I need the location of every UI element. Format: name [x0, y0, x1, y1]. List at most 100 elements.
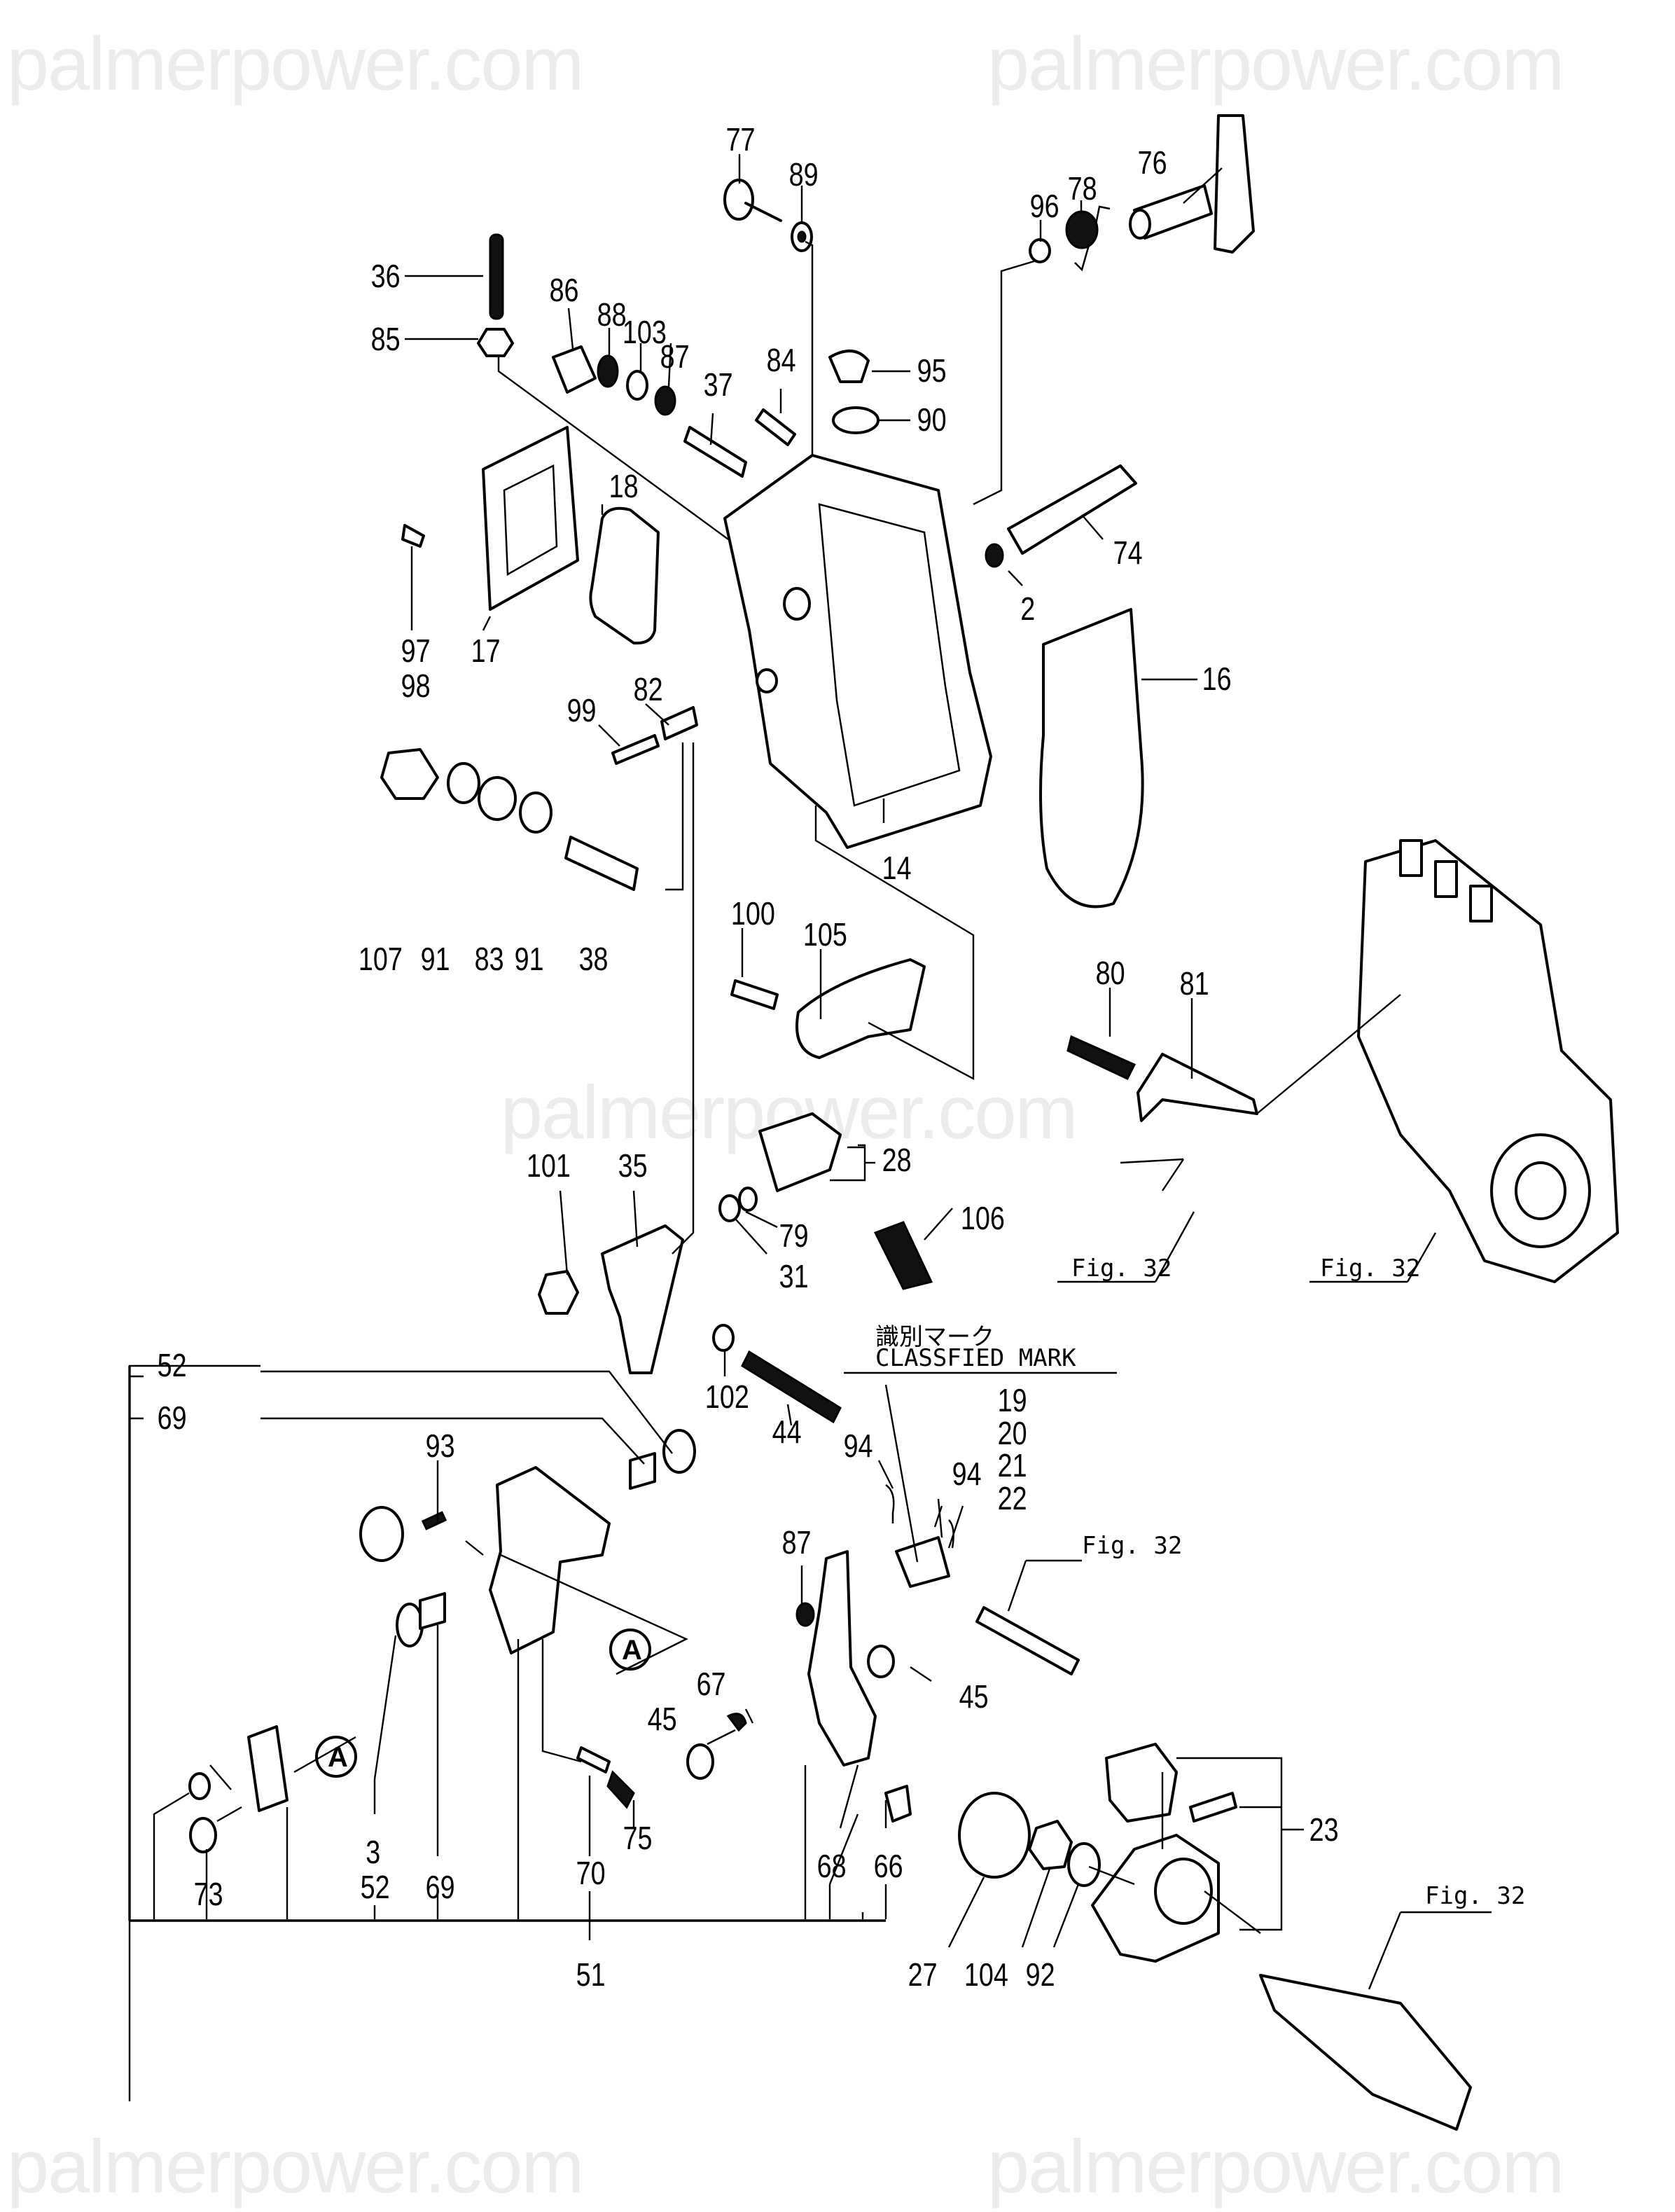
callout-76: 76 — [1138, 144, 1167, 180]
classified-mark-japanese: 識別マーク — [875, 1323, 994, 1351]
callout-94-b: 94 — [952, 1456, 982, 1491]
part-78-torsion-spring — [1065, 205, 1111, 272]
classified-mark-block: 識別マーク CLASSFIED MARK — [875, 1323, 1076, 1372]
part-91-washer-b — [519, 792, 552, 834]
svg-text:Fig. 32: Fig. 32 — [1071, 1254, 1172, 1283]
part-96-ring — [1029, 238, 1051, 263]
svg-text:Fig. 32: Fig. 32 — [1425, 1882, 1525, 1910]
callout-69-top: 69 — [158, 1399, 187, 1435]
callout-105: 105 — [803, 916, 847, 952]
callout-87-top: 87 — [660, 338, 690, 374]
part-17-plate — [482, 426, 579, 611]
part-81-lever — [1137, 1053, 1258, 1122]
part-82-clip — [660, 706, 698, 740]
part-100-bolt — [730, 979, 779, 1010]
fuel-injection-pump-reference — [1357, 839, 1619, 1283]
part-73-bolt-a — [188, 1772, 211, 1800]
callout-labels: 77 89 76 78 96 36 85 86 88 103 87 37 84 … — [158, 121, 1339, 1992]
callout-104: 104 — [964, 1956, 1008, 1992]
callout-100: 100 — [731, 895, 775, 931]
callout-96: 96 — [1030, 188, 1059, 223]
callout-66: 66 — [874, 1848, 903, 1883]
callout-85: 85 — [371, 321, 401, 357]
watermark-bottom-left: palmerpower.com — [7, 2124, 583, 2208]
part-36-stud — [489, 233, 504, 320]
callout-27: 27 — [908, 1956, 938, 1992]
callout-70: 70 — [576, 1855, 606, 1890]
part-camshaft — [1259, 1974, 1472, 2131]
part-18-gasket — [589, 506, 660, 645]
watermark-top-right: palmerpower.com — [987, 21, 1563, 106]
part-86-cap-nut — [552, 345, 597, 394]
callout-28: 28 — [882, 1142, 912, 1177]
callout-107: 107 — [359, 941, 403, 976]
callout-87-bottom: 87 — [782, 1524, 812, 1560]
callout-75: 75 — [623, 1820, 653, 1855]
part-90-washer — [832, 406, 880, 434]
callout-44: 44 — [772, 1413, 802, 1449]
part-84-bolt — [755, 408, 796, 446]
part-103-nut — [626, 370, 648, 401]
part-67-clip — [726, 1713, 747, 1732]
part-69-bushing-top — [629, 1452, 656, 1490]
part-97-98-screw — [401, 524, 425, 548]
callout-103: 103 — [623, 314, 667, 350]
classified-mark-english: CLASSFIED MARK — [875, 1344, 1076, 1372]
callout-99: 99 — [567, 692, 597, 728]
part-105-bracket — [795, 958, 926, 1059]
part-45-washer-a — [867, 1645, 895, 1678]
callout-82: 82 — [634, 671, 663, 707]
callout-2: 2 — [1020, 590, 1035, 626]
part-23-pin — [1189, 1792, 1237, 1823]
callout-78: 78 — [1068, 170, 1097, 206]
part-80-spring — [1066, 1035, 1137, 1080]
callout-92: 92 — [1026, 1956, 1055, 1992]
callout-94-a: 94 — [844, 1428, 873, 1463]
callout-79: 79 — [779, 1217, 809, 1253]
part-28-pin-assembly — [758, 1112, 842, 1192]
part-51-lever-assembly — [489, 1466, 611, 1654]
callout-23: 23 — [1309, 1811, 1339, 1847]
part-83-nut — [478, 776, 517, 821]
callout-36: 36 — [371, 258, 401, 293]
callout-45-right: 45 — [959, 1678, 989, 1714]
part-106-spring — [873, 1221, 933, 1290]
callout-93: 93 — [426, 1428, 455, 1463]
assembly-marker-a-left: A — [315, 1736, 357, 1778]
part-31-washer — [718, 1194, 741, 1222]
part-85-nut — [477, 328, 514, 357]
part-94-cotter-pin-b — [948, 1519, 954, 1549]
part-73-plate — [247, 1725, 289, 1812]
callout-14: 14 — [882, 850, 912, 885]
leader-lines — [128, 154, 1492, 2101]
part-89-washer — [791, 221, 813, 252]
callout-35: 35 — [618, 1147, 648, 1183]
figure-ref-2: Fig. 32 — [1320, 1254, 1420, 1283]
callout-31: 31 — [779, 1258, 809, 1294]
callout-90: 90 — [917, 401, 947, 437]
part-37-screw — [683, 426, 747, 478]
callout-91-a: 91 — [421, 941, 450, 976]
callout-91-b: 91 — [515, 941, 544, 976]
part-27-weight-holder — [958, 1792, 1031, 1879]
callout-101: 101 — [527, 1147, 571, 1183]
part-19-22-pin — [895, 1536, 950, 1588]
part-107-nut — [380, 748, 439, 800]
callout-88: 88 — [597, 296, 627, 332]
part-44-bolt — [741, 1350, 842, 1424]
callout-84: 84 — [767, 342, 796, 378]
part-104-nut — [1028, 1820, 1073, 1870]
part-35-lever — [601, 1224, 684, 1374]
callout-20: 20 — [998, 1415, 1027, 1451]
svg-text:A: A — [622, 1635, 642, 1666]
callout-21: 21 — [998, 1447, 1027, 1483]
callout-74: 74 — [1113, 534, 1143, 570]
callout-52-bottom: 52 — [361, 1869, 390, 1905]
part-77-bolt — [723, 179, 782, 222]
callout-16: 16 — [1202, 661, 1232, 696]
part-45-washer-b — [686, 1743, 714, 1780]
part-fig32-shaft-mid — [975, 1606, 1080, 1675]
part-76-lever-shaft — [1129, 114, 1255, 254]
callout-97: 97 — [401, 633, 431, 668]
